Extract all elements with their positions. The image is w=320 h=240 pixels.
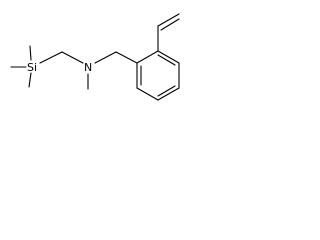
- silicon-atom-label: Si: [27, 61, 37, 74]
- benzene-ring: [136, 50, 180, 101]
- benzyl-ring-bond: [115, 51, 138, 64]
- si-ch2-bond: [39, 51, 63, 64]
- ring-double-bond-inner-3: [157, 54, 176, 66]
- ring-double-bond-inner-2: [157, 85, 176, 97]
- chemical-structure-diagram: Si N: [10, 13, 180, 101]
- ring-bond-3: [157, 87, 180, 101]
- nitrogen-atom-label: N: [84, 61, 92, 74]
- trimethylsilyl-group: Si: [10, 45, 63, 88]
- si-methyl-bond-down: [28, 72, 32, 88]
- si-methyl-bond-up: [29, 45, 32, 61]
- ch2-n-bond: [61, 51, 84, 64]
- vinyl-double-bond-outer: [157, 13, 180, 27]
- ring-bond-6: [136, 50, 159, 64]
- vinyl-double-bond-inner: [160, 18, 180, 31]
- ring-bond-2: [136, 87, 159, 101]
- vinyl-group: [157, 13, 180, 52]
- amine-group: N: [84, 51, 117, 90]
- n-benzyl-ch2-bond: [94, 51, 117, 64]
- ring-bond-5: [157, 50, 180, 64]
